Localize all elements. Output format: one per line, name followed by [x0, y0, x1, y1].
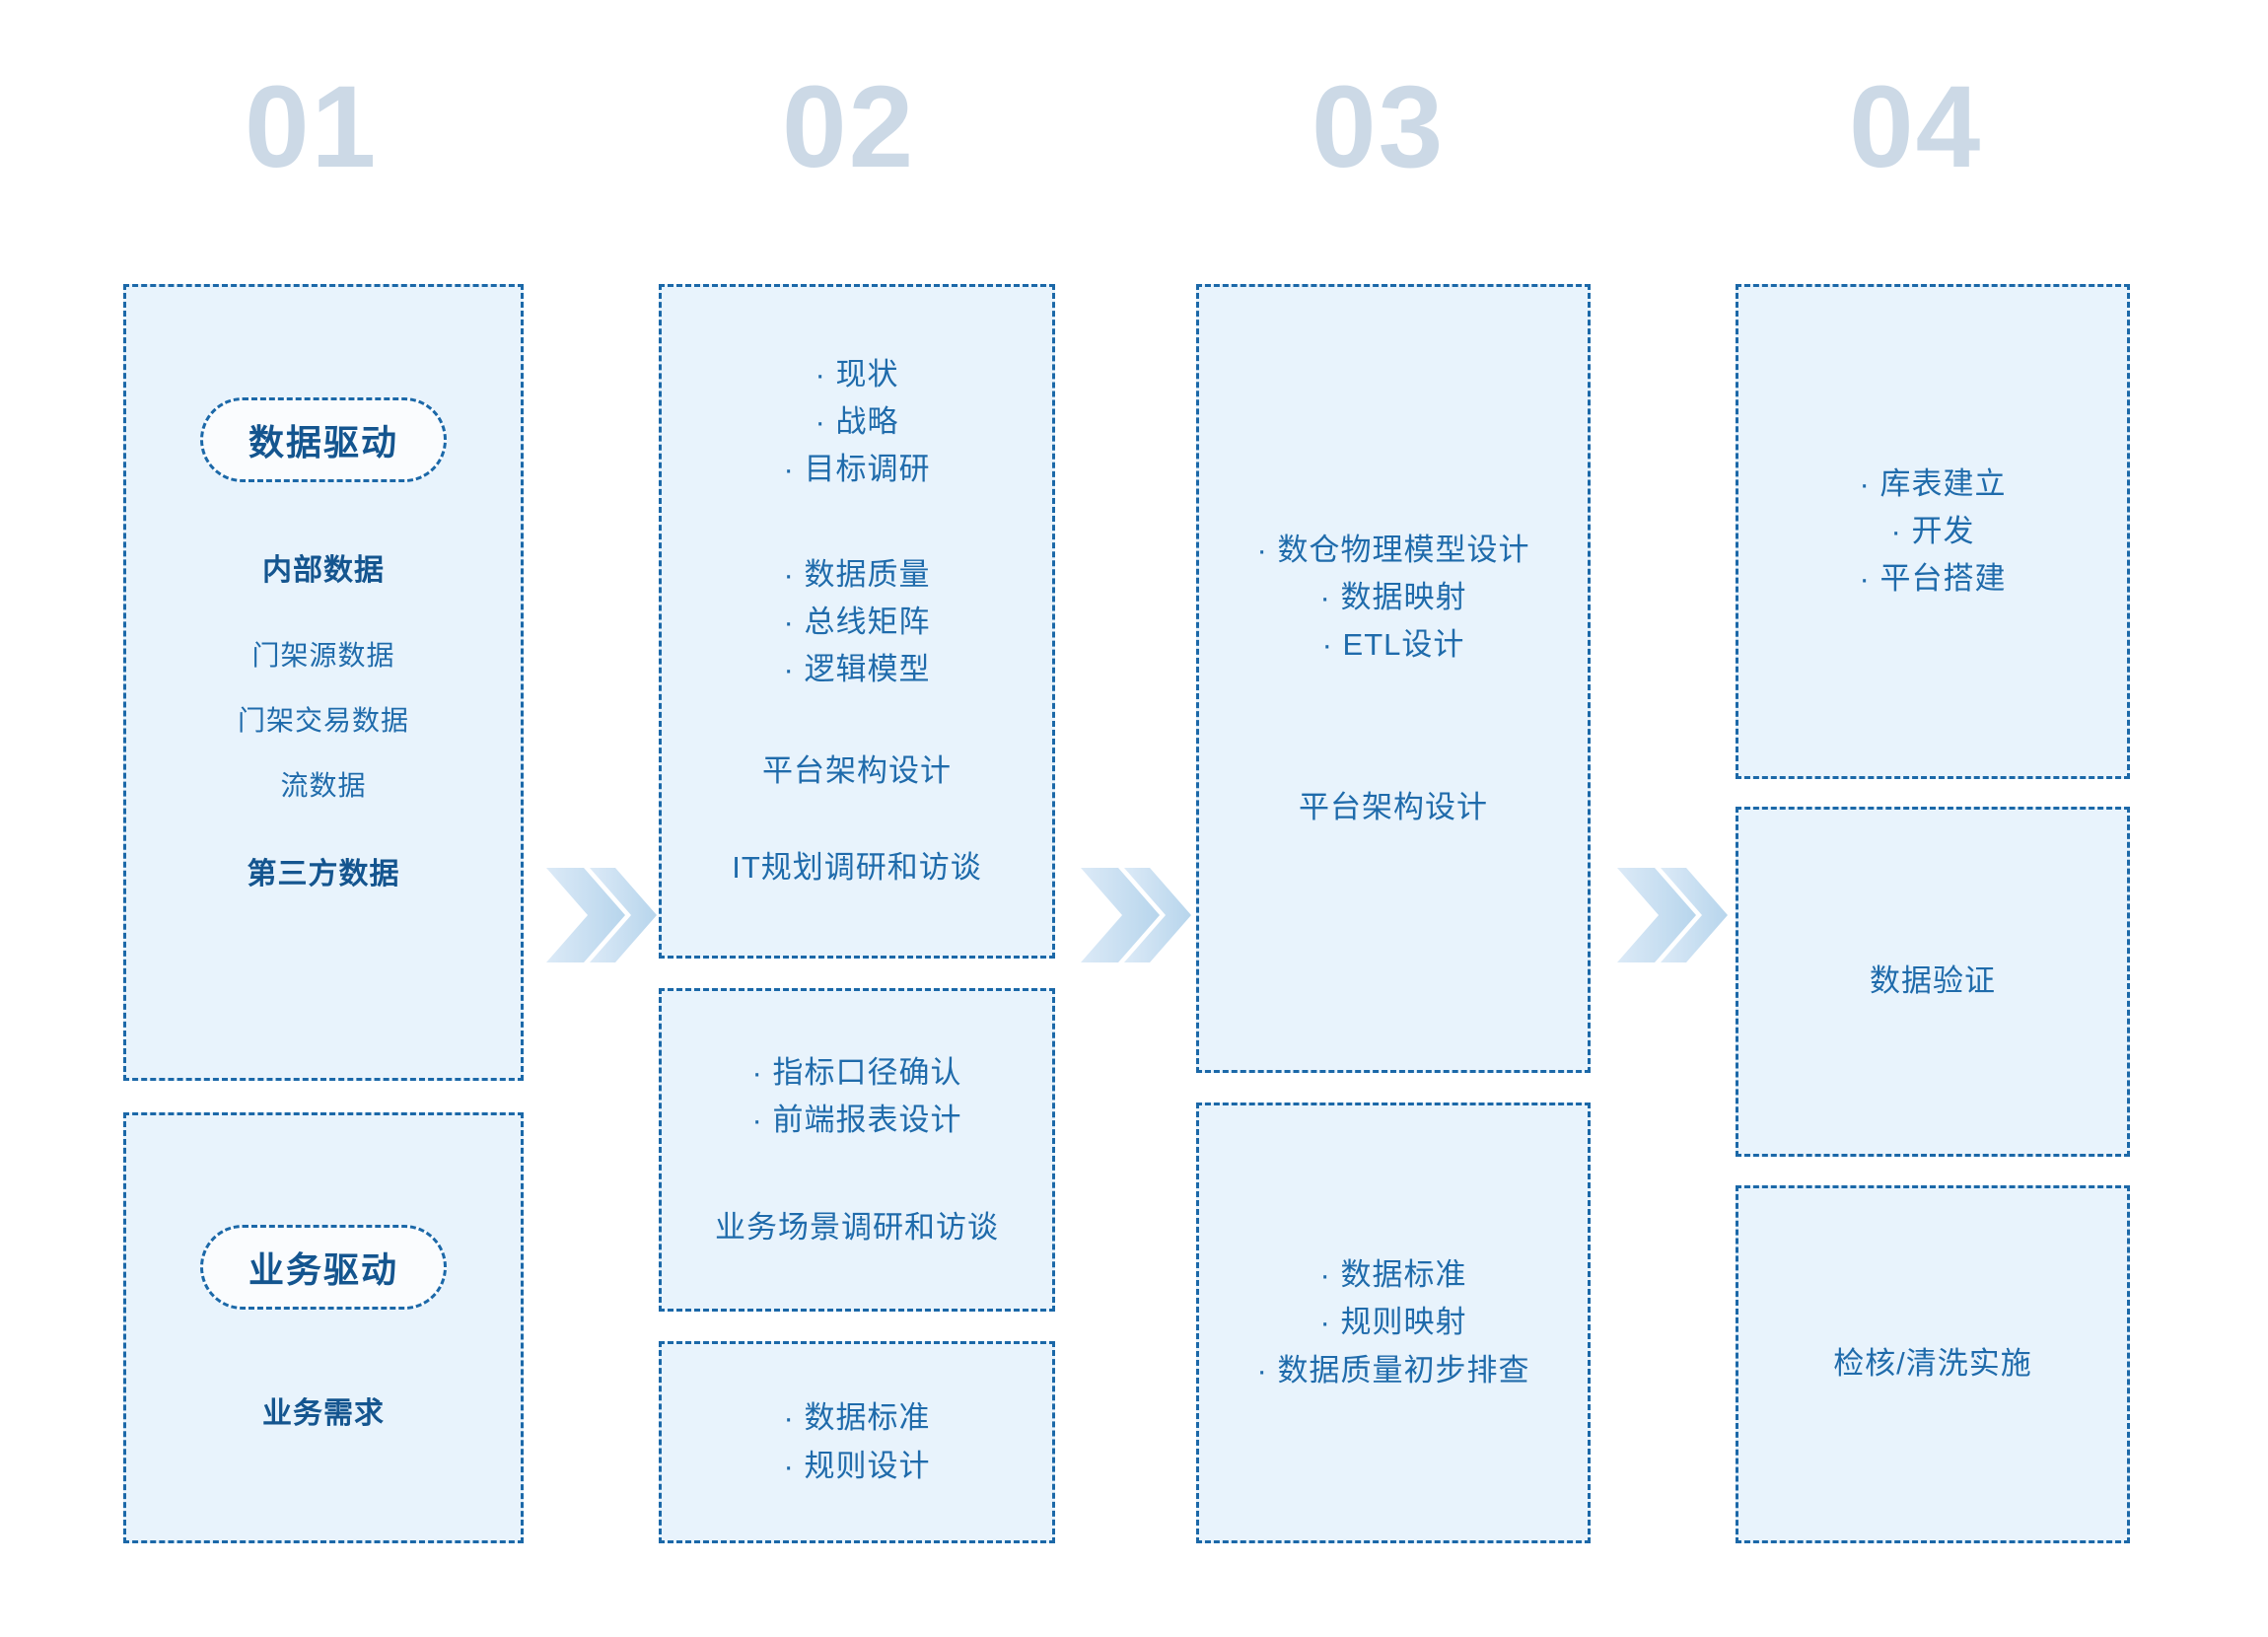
arrow-02-to-03 — [1079, 858, 1193, 972]
bullet-data-standard: · 数据标准 — [784, 1394, 931, 1442]
business-requirement-heading: 业务需求 — [262, 1396, 385, 1430]
source-item-stream: 流数据 — [280, 770, 367, 801]
stage-number-04: 04 — [1849, 62, 1983, 192]
bullet-data-quality: · 数据质量 — [784, 551, 931, 599]
line-platform-architecture-design-3: 平台架构设计 — [1299, 789, 1488, 824]
data-driven-badge[interactable]: 数据驱动 — [199, 397, 447, 482]
bullet-target-research: · 目标调研 — [784, 446, 931, 493]
bullet-dot: · — [1256, 1352, 1268, 1388]
bullet-dot: · — [783, 1448, 795, 1483]
bullet-data-standard-3: · 数据标准 — [1320, 1251, 1467, 1299]
bullet-text: 逻辑模型 — [804, 651, 931, 686]
bullet-dot: · — [1319, 1257, 1331, 1293]
data-driven-panel[interactable]: 数据驱动 内部数据 门架源数据 门架交易数据 流数据 第三方数据 — [123, 284, 524, 1081]
bullet-text: 战略 — [835, 404, 899, 440]
bullet-dot: · — [783, 452, 795, 487]
data-standard-bullets: · 数据标准 · 规则映射 · 数据质量初步排查 — [1257, 1251, 1530, 1393]
bullet-text: 总线矩阵 — [804, 604, 931, 639]
bullet-dot: · — [1319, 579, 1331, 614]
bullet-dot: · — [1319, 1305, 1331, 1340]
bullet-text: 库表建立 — [1879, 465, 2007, 501]
bullet-text: 指标口径确认 — [772, 1054, 962, 1090]
bullet-data-mapping: · 数据映射 — [1320, 574, 1467, 621]
build-bullets: · 库表建立 · 开发 · 平台搭建 — [1860, 461, 2007, 603]
bullet-etl-design: · ETL设计 — [1322, 621, 1465, 669]
bullet-text: 数据映射 — [1340, 579, 1467, 614]
bullet-text: ETL设计 — [1342, 626, 1465, 662]
bullet-rule-design: · 规则设计 — [784, 1443, 931, 1490]
research-bullets-group-1: · 现状 · 战略 · 目标调研 — [784, 351, 931, 493]
bullet-text: 平台搭建 — [1879, 561, 2007, 597]
bullet-text: 开发 — [1911, 513, 1975, 548]
bullet-text: 目标调研 — [804, 452, 931, 487]
build-panel[interactable]: · 库表建立 · 开发 · 平台搭建 — [1736, 284, 2130, 779]
standard-design-bullets: · 数据标准 · 规则设计 — [784, 1394, 931, 1489]
bullet-dot: · — [1890, 513, 1902, 548]
bullet-dot: · — [1256, 532, 1268, 567]
line-data-validation: 数据验证 — [1870, 963, 1996, 999]
line-platform-architecture-design: 平台架构设计 — [762, 752, 952, 788]
standard-design-panel[interactable]: · 数据标准 · 规则设计 — [659, 1341, 1055, 1543]
bullet-text: 数据质量 — [804, 556, 931, 592]
warehouse-model-bullets: · 数仓物理模型设计 · 数据映射 · ETL设计 — [1257, 527, 1530, 669]
bullet-bus-matrix: · 总线矩阵 — [784, 599, 931, 646]
bullet-strategy: · 战略 — [815, 398, 899, 446]
source-item-gantry-source: 门架源数据 — [251, 640, 395, 671]
bullet-dot: · — [1859, 465, 1871, 501]
bullet-dot: · — [815, 404, 826, 440]
bullet-rule-mapping: · 规则映射 — [1320, 1299, 1467, 1346]
validation-panel[interactable]: 数据验证 — [1736, 807, 2130, 1157]
line-business-scenario-interview: 业务场景调研和访谈 — [715, 1209, 999, 1245]
business-driven-panel[interactable]: 业务驱动 业务需求 — [123, 1112, 524, 1543]
stage-number-02: 02 — [782, 62, 916, 192]
bullet-dot: · — [751, 1054, 763, 1090]
business-driven-badge[interactable]: 业务驱动 — [199, 1224, 447, 1310]
bullet-text: 现状 — [835, 357, 899, 392]
source-item-gantry-transaction: 门架交易数据 — [237, 705, 409, 736]
warehouse-model-panel[interactable]: · 数仓物理模型设计 · 数据映射 · ETL设计 平台架构设计 — [1196, 284, 1591, 1073]
research-panel[interactable]: · 现状 · 战略 · 目标调研 · 数据质量 · 总线矩阵 · 逻辑模型 平台… — [659, 284, 1055, 959]
indicator-bullets: · 指标口径确认 · 前端报表设计 — [752, 1049, 962, 1144]
bullet-development: · 开发 — [1891, 508, 1975, 555]
bullet-text: 数据标准 — [804, 1400, 931, 1436]
bullet-dot: · — [1321, 626, 1333, 662]
bullet-dot: · — [783, 1400, 795, 1436]
bullet-dot: · — [783, 604, 795, 639]
research-bullets-group-2: · 数据质量 · 总线矩阵 · 逻辑模型 — [784, 551, 931, 693]
bullet-platform-build: · 平台搭建 — [1860, 555, 2007, 603]
bullet-indicator-caliber: · 指标口径确认 — [752, 1049, 962, 1097]
bullet-text: 数据质量初步排查 — [1277, 1352, 1530, 1388]
line-audit-cleansing-implementation: 检核/清洗实施 — [1833, 1346, 2032, 1382]
bullet-frontend-report-design: · 前端报表设计 — [752, 1097, 962, 1144]
stage-number-03: 03 — [1311, 62, 1446, 192]
bullet-dw-physical-model: · 数仓物理模型设计 — [1257, 527, 1530, 574]
bullet-dot: · — [815, 357, 826, 392]
bullet-table-creation: · 库表建立 — [1860, 461, 2007, 508]
stage-number-01: 01 — [245, 62, 379, 192]
bullet-current-status: · 现状 — [815, 351, 899, 398]
third-party-data-heading: 第三方数据 — [247, 858, 400, 890]
bullet-data-quality-initial-check: · 数据质量初步排查 — [1257, 1347, 1530, 1394]
bullet-text: 规则映射 — [1340, 1305, 1467, 1340]
arrow-03-to-04 — [1615, 858, 1730, 972]
bullet-logical-model: · 逻辑模型 — [784, 646, 931, 693]
line-it-planning-interview: IT规划调研和访谈 — [732, 850, 982, 886]
cleansing-panel[interactable]: 检核/清洗实施 — [1736, 1185, 2130, 1543]
bullet-dot: · — [751, 1102, 763, 1137]
internal-data-heading: 内部数据 — [262, 554, 385, 587]
arrow-01-to-02 — [544, 858, 659, 972]
bullet-text: 规则设计 — [804, 1448, 931, 1483]
indicator-panel[interactable]: · 指标口径确认 · 前端报表设计 业务场景调研和访谈 — [659, 988, 1055, 1312]
bullet-text: 前端报表设计 — [772, 1102, 962, 1137]
bullet-dot: · — [783, 651, 795, 686]
bullet-text: 数据标准 — [1340, 1257, 1467, 1293]
bullet-dot: · — [1859, 561, 1871, 597]
bullet-text: 数仓物理模型设计 — [1277, 532, 1530, 567]
data-standard-panel[interactable]: · 数据标准 · 规则映射 · 数据质量初步排查 — [1196, 1103, 1591, 1543]
bullet-dot: · — [783, 556, 795, 592]
